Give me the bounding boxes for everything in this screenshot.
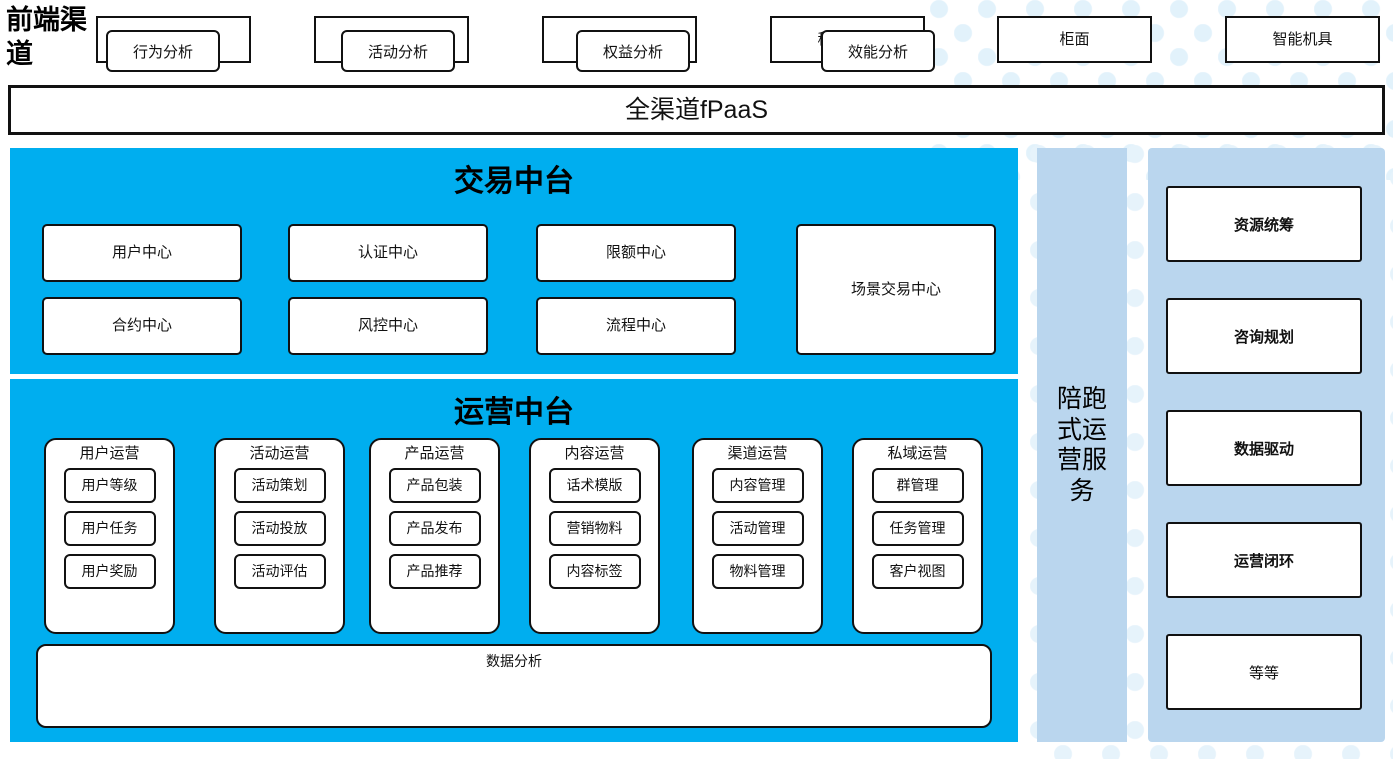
- omnichannel-fpaas-bar[interactable]: 全渠道fPaaS: [8, 85, 1385, 135]
- ops-column-4: 内容运营话术模版营销物料内容标签: [529, 438, 660, 634]
- ops-column-title: 活动运营: [249, 445, 310, 462]
- ops-item[interactable]: 活动评估: [233, 553, 326, 589]
- ops-item[interactable]: 任务管理: [871, 510, 964, 546]
- data-analysis-item-4[interactable]: 效能分析: [821, 30, 935, 72]
- data-analysis-item-1[interactable]: 行为分析: [106, 30, 220, 72]
- ops-item[interactable]: 内容标签: [548, 553, 641, 589]
- trade-center-tile-3[interactable]: 限额中心: [536, 224, 736, 282]
- data-analysis-group: 数据分析: [36, 644, 992, 728]
- trade-center-tile-6[interactable]: 流程中心: [536, 297, 736, 355]
- ops-item[interactable]: 活动投放: [233, 510, 326, 546]
- channel-box-6[interactable]: 智能机具: [1225, 16, 1380, 63]
- ops-column-6: 私域运营群管理任务管理客户视图: [852, 438, 983, 634]
- trade-center-tile-2[interactable]: 认证中心: [288, 224, 488, 282]
- capability-card-5[interactable]: 等等: [1166, 634, 1362, 710]
- ops-item[interactable]: 活动策划: [233, 467, 326, 503]
- ops-column-title: 用户运营: [79, 445, 140, 462]
- ops-item[interactable]: 活动管理: [711, 510, 804, 546]
- capability-card-3[interactable]: 数据驱动: [1166, 410, 1362, 486]
- frontend-channel-label: 前端渠道: [6, 5, 87, 69]
- ops-column-title: 产品运营: [404, 445, 465, 462]
- trade-center-tile-1[interactable]: 用户中心: [42, 224, 242, 282]
- ops-column-title: 内容运营: [564, 445, 625, 462]
- ops-item[interactable]: 客户视图: [871, 553, 964, 589]
- trade-center-tile-4[interactable]: 合约中心: [42, 297, 242, 355]
- ops-column-1: 用户运营用户等级用户任务用户奖励: [44, 438, 175, 634]
- ops-column-3: 产品运营产品包装产品发布产品推荐: [369, 438, 500, 634]
- ops-item[interactable]: 物料管理: [711, 553, 804, 589]
- ops-item[interactable]: 话术模版: [548, 467, 641, 503]
- capability-card-1[interactable]: 资源统筹: [1166, 186, 1362, 262]
- data-analysis-item-2[interactable]: 活动分析: [341, 30, 455, 72]
- ops-item[interactable]: 用户奖励: [63, 553, 156, 589]
- ops-item[interactable]: 产品发布: [388, 510, 481, 546]
- data-analysis-item-3[interactable]: 权益分析: [576, 30, 690, 72]
- operations-center-title: 运营中台: [454, 396, 574, 429]
- ops-item[interactable]: 营销物料: [548, 510, 641, 546]
- ops-item[interactable]: 用户等级: [63, 467, 156, 503]
- trade-center-tile-5[interactable]: 风控中心: [288, 297, 488, 355]
- capability-card-2[interactable]: 咨询规划: [1166, 298, 1362, 374]
- accompanying-operation-service-column: 陪跑式运营服务: [1037, 148, 1127, 742]
- trade-center-title: 交易中台: [454, 165, 574, 198]
- ops-column-5: 渠道运营内容管理活动管理物料管理: [692, 438, 823, 634]
- data-analysis-title: 数据分析: [486, 653, 542, 669]
- trade-center-tile-7[interactable]: 场景交易中心: [796, 224, 996, 355]
- ops-item[interactable]: 产品包装: [388, 467, 481, 503]
- ops-item[interactable]: 产品推荐: [388, 553, 481, 589]
- ops-item[interactable]: 群管理: [871, 467, 964, 503]
- capability-card-4[interactable]: 运营闭环: [1166, 522, 1362, 598]
- ops-column-title: 渠道运营: [727, 445, 788, 462]
- ops-column-2: 活动运营活动策划活动投放活动评估: [214, 438, 345, 634]
- ops-item[interactable]: 内容管理: [711, 467, 804, 503]
- accompanying-operation-service-label: 陪跑式运营服务: [1056, 385, 1107, 505]
- ops-column-title: 私域运营: [887, 445, 948, 462]
- capability-panel: 资源统筹咨询规划数据驱动运营闭环等等: [1148, 148, 1385, 742]
- ops-item[interactable]: 用户任务: [63, 510, 156, 546]
- channel-box-5[interactable]: 柜面: [997, 16, 1152, 63]
